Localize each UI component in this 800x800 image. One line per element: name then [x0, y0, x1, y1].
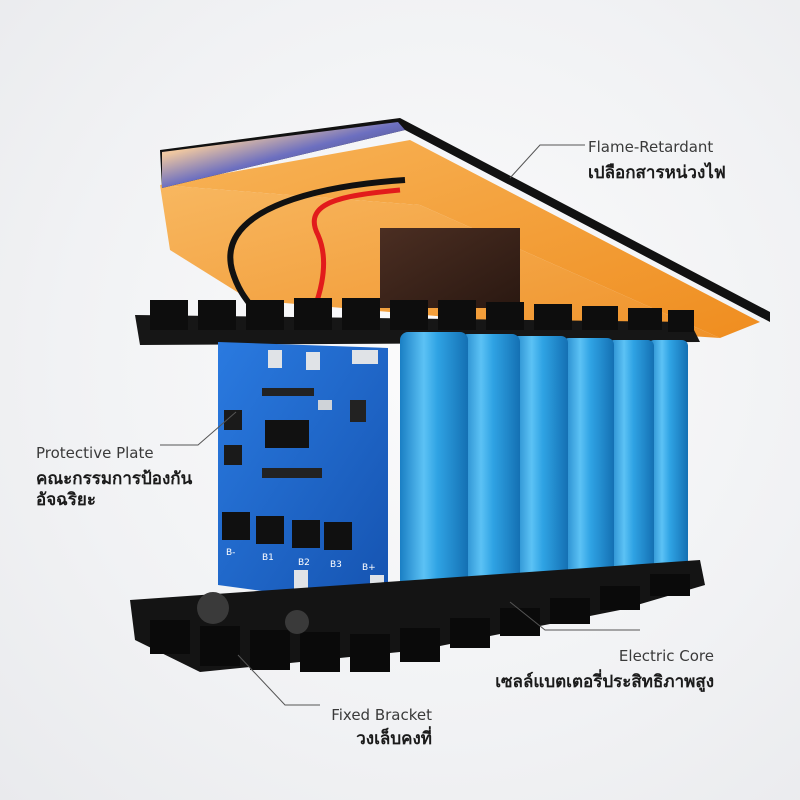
- callout-core: [509, 601, 640, 631]
- lid-top: [162, 122, 405, 188]
- callout-bracket: [237, 654, 320, 706]
- foam-block: [380, 228, 520, 308]
- pcb-marking-b-plus: B+: [362, 563, 376, 573]
- lid-underside: [160, 140, 760, 338]
- label-protective-en: Protective Plate: [36, 444, 154, 462]
- label-core-en: Electric Core: [618, 647, 714, 665]
- callout-flame: [509, 144, 585, 179]
- battery-cell: [512, 336, 568, 594]
- label-bracket-en: Fixed Bracket: [331, 706, 432, 724]
- label-flame-en: Flame-Retardant: [588, 138, 714, 156]
- callout-protective: [160, 411, 237, 446]
- battery-cell: [648, 340, 688, 572]
- label-bracket-th: วงเล็บคงที่: [356, 728, 432, 749]
- label-flame-retardant: Flame-Retardant เปลือกสารหน่วงไฟ: [588, 138, 726, 184]
- pcb-marking-b2: B2: [298, 558, 310, 568]
- battery-cell: [460, 334, 520, 600]
- label-flame-th: เปลือกสารหน่วงไฟ: [588, 162, 726, 183]
- battery-cell: [400, 332, 468, 612]
- label-protective-plate: Protective Plate คณะกรรมการป้องกันอัจฉริ…: [36, 444, 196, 511]
- bottom-bracket-teeth: [150, 574, 690, 672]
- label-electric-core: Electric Core เซลล์แบตเตอรี่ประสิทธิภาพส…: [470, 647, 714, 693]
- label-fixed-bracket: Fixed Bracket วงเล็บคงที่: [300, 706, 432, 750]
- pcb-marking-b1: B1: [262, 553, 274, 563]
- battery-cells: [400, 332, 688, 612]
- battery-cell: [608, 340, 654, 580]
- battery-cell: [562, 338, 614, 588]
- label-core-th: เซลล์แบตเตอรี่ประสิทธิภาพสูง: [495, 671, 714, 692]
- pcb-marking-b-minus: B-: [226, 548, 235, 558]
- top-bracket-teeth: [150, 298, 694, 332]
- lid-edge: [160, 118, 770, 322]
- label-protective-th: คณะกรรมการป้องกันอัจฉริยะ: [36, 468, 193, 510]
- pcb-marking-b3: B3: [330, 560, 342, 570]
